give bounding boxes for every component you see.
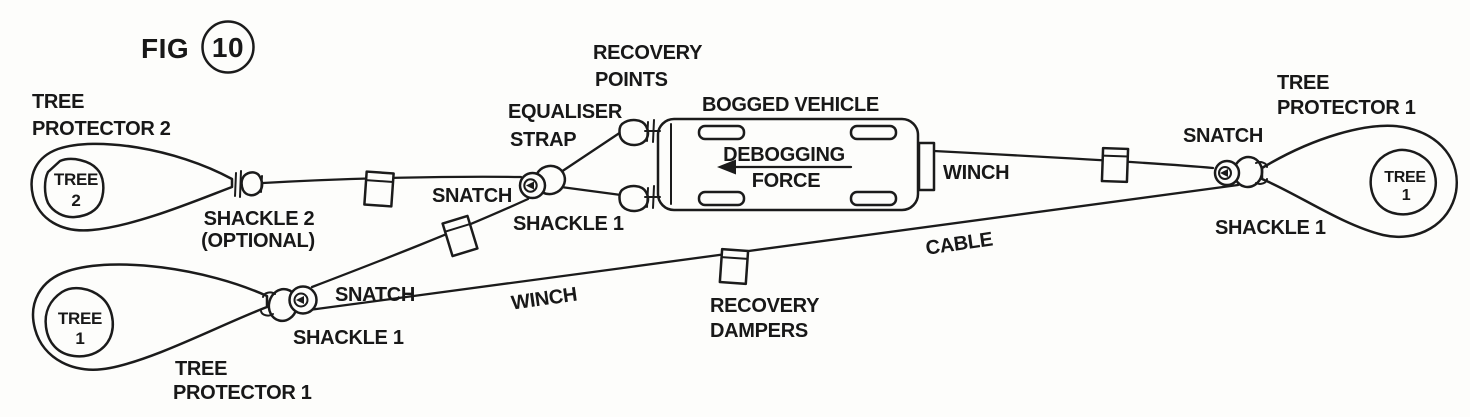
recovery-points-label-line1: RECOVERY	[593, 42, 703, 64]
recovery-point-lower-body	[618, 184, 650, 213]
figure-number-circle	[201, 20, 255, 74]
tree-2-trunk	[43, 157, 105, 219]
damper-1-body	[363, 170, 395, 208]
equaliser-strap-upper-line	[556, 130, 623, 176]
recovery-point-lower-icon	[618, 184, 661, 213]
centre-snatch-hub	[523, 178, 538, 193]
recovery-points-label-line2: POINTS	[595, 69, 668, 91]
tree-2-label-line1: TREE	[54, 170, 98, 189]
shackle-2-pin-right	[260, 175, 263, 193]
damper-3-flap	[720, 256, 749, 260]
snatch-block-centre-icon	[518, 164, 567, 200]
vehicle-title: BOGGED VEHICLE	[702, 94, 879, 116]
equaliser-strap-label-line2: STRAP	[510, 129, 576, 151]
strap-line-shackle2-to-snatch	[261, 175, 523, 185]
bottom-snatch-hook-lower	[260, 310, 274, 317]
damper-3-body	[718, 247, 750, 286]
tree-protector-1-left-label-line1: TREE	[175, 358, 227, 380]
equaliser-strap-lower-line	[559, 185, 623, 197]
tree-protector-1-left-loop	[31, 263, 269, 371]
tree-protector-2-group: TREE 2 TREE PROTECTOR 2	[30, 91, 234, 232]
right-snatch-label: SNATCH	[1183, 125, 1263, 147]
recovery-point-upper-icon	[618, 118, 661, 147]
winch-cable-return-line	[307, 183, 1240, 312]
tree-protector-2-loop	[30, 142, 234, 232]
centre-shackle-label: SHACKLE 1	[513, 213, 624, 235]
tree-1-left-label-line2: 1	[75, 329, 84, 348]
bottom-snatch-label: SNATCH	[335, 284, 415, 306]
equaliser-strap-label-line1: EQUALISER	[508, 101, 623, 123]
damper-2-body	[441, 214, 479, 258]
vehicle-wheel-rear-right	[849, 190, 898, 207]
vehicle-wheel-rear-left	[849, 124, 898, 141]
recovery-dampers-label-line1: RECOVERY	[710, 295, 820, 317]
bottom-snatch-arrow	[296, 296, 304, 304]
tree-1-right-label-line1: TREE	[1384, 169, 1426, 186]
damper-4-flap	[1101, 154, 1129, 158]
figure-header: FIG 10	[141, 20, 255, 74]
bogged-vehicle-group: BOGGED VEHICLE DEBOGGING FORCE WINCH	[656, 94, 1010, 212]
force-label: FORCE	[752, 170, 821, 192]
damper-4-body	[1100, 146, 1130, 184]
centre-snatch-label: SNATCH	[432, 185, 512, 207]
tree-protector-1-right-label-line2: PROTECTOR 1	[1277, 97, 1416, 119]
tree-1-right-trunk	[1369, 148, 1437, 216]
right-snatch-arrow	[1220, 169, 1228, 177]
winch-line-snatch-to-snatch	[310, 197, 530, 289]
shackle-2-pin-left	[234, 172, 237, 197]
snatch-block-bottom-icon	[260, 285, 318, 323]
winch-box	[917, 141, 936, 192]
tree-protector-1-right-loop	[1260, 124, 1458, 239]
tree-1-right-label-line2: 1	[1402, 187, 1411, 204]
shackle-2-icon	[234, 170, 264, 198]
damper-1-flap	[365, 179, 395, 183]
damper-2-flap	[444, 223, 471, 233]
shackle-2-body	[240, 171, 264, 197]
right-snatch-hub	[1218, 166, 1232, 180]
tree-protector-1-right-label-line1: TREE	[1277, 72, 1329, 94]
vehicle-wheel-front-right	[697, 190, 746, 207]
tree-protector-1-left-label-line2: PROTECTOR 1	[173, 382, 312, 404]
right-shackle-label: SHACKLE 1	[1215, 217, 1326, 239]
figure-label: FIG	[141, 33, 189, 64]
cable-line-label: CABLE	[924, 228, 994, 259]
shackle-2-label-line1: SHACKLE 2	[204, 208, 315, 230]
debogging-label: DEBOGGING	[723, 144, 845, 166]
tree-protector-1-right-group: TREE 1 TREE PROTECTOR 1 SNATCH SHACKLE 1	[1183, 72, 1458, 239]
bottom-snatch-hub	[293, 292, 309, 308]
recovery-damper-3	[718, 247, 750, 286]
figure-number: 10	[212, 32, 244, 63]
tree-1-left-trunk	[44, 286, 114, 358]
recovery-point-upper-body	[618, 118, 650, 147]
tree-protector-2-label-line2: PROTECTOR 2	[32, 118, 171, 140]
tree-1-left-label-line1: TREE	[58, 309, 102, 328]
snatch-block-right-icon	[1213, 155, 1268, 189]
bottom-shackle-label: SHACKLE 1	[293, 327, 404, 349]
tree-2-label-line2: 2	[71, 191, 80, 210]
recovery-damper-2	[441, 214, 479, 258]
tree-protector-2-label-line1: TREE	[32, 91, 84, 113]
winch-line-label: WINCH	[510, 284, 579, 315]
recovery-dampers-label-line2: DAMPERS	[710, 320, 808, 342]
tree-protector-1-left-group: TREE 1 SNATCH SHACKLE 1 TREE PROTECTOR 1	[31, 263, 415, 404]
centre-snatch-arrow	[526, 181, 534, 190]
winch-cable-line	[932, 149, 1215, 170]
winch-label: WINCH	[943, 162, 1009, 184]
debogging-force-arrow-head	[717, 159, 736, 175]
vehicle-wheel-front-left	[697, 124, 746, 141]
recovery-damper-4	[1100, 146, 1130, 184]
bottom-snatch-hook-upper	[262, 291, 276, 298]
recovery-damper-1	[363, 170, 395, 208]
shackle-2-label-line2: (OPTIONAL)	[201, 230, 315, 252]
